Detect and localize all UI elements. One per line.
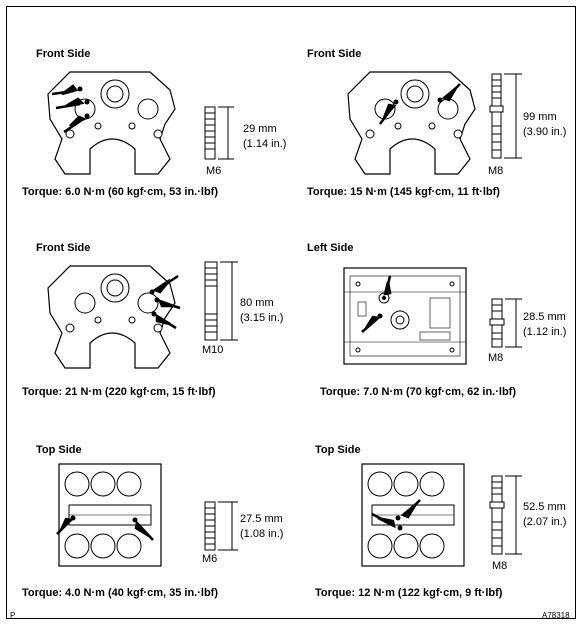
panel-title: Top Side — [315, 444, 361, 456]
bolt-diagram — [204, 501, 238, 551]
torque-spec: Torque: 6.0 N·m (60 kgf·cm, 53 in.·lbf) — [22, 186, 218, 198]
bolt-length-mm: 27.5 mm — [240, 513, 283, 525]
bolt-length-in: (2.07 in.) — [523, 516, 567, 528]
bolt-length-mm: 99 mm — [523, 111, 557, 123]
bolt-diagram — [489, 298, 522, 348]
torque-spec: Torque: 12 N·m (122 kgf·cm, 9 ft·lbf) — [315, 587, 503, 599]
bolt-diagram — [489, 73, 522, 159]
bolt-size: M8 — [488, 165, 504, 177]
bolt-size: M8 — [488, 352, 504, 364]
bolt-length-mm: 29 mm — [243, 123, 277, 135]
bolt-size: M6 — [202, 553, 218, 565]
engine-block-left-view — [343, 267, 467, 365]
bolt-length-mm: 52.5 mm — [523, 501, 566, 513]
bolt-length-in: (1.08 in.) — [240, 528, 284, 540]
bolt-length-mm: 28.5 mm — [523, 311, 566, 323]
bolt-size: M8 — [492, 560, 508, 572]
bolt-length-in: (3.15 in.) — [240, 312, 284, 324]
bolt-length-mm: 80 mm — [240, 297, 274, 309]
bolt-diagram — [204, 261, 238, 341]
torque-spec: Torque: 21 N·m (220 kgf·cm, 15 ft·lbf) — [22, 386, 216, 398]
torque-spec: Torque: 7.0 N·m (70 kgf·cm, 62 in.·lbf) — [320, 386, 516, 398]
bolt-length-in: (3.90 in.) — [523, 126, 567, 138]
corner-mark: P — [10, 611, 16, 620]
panel-title: Front Side — [307, 48, 362, 60]
panel-title: Front Side — [36, 242, 91, 254]
engine-block-front-view — [47, 71, 176, 175]
panel-title: Front Side — [36, 48, 91, 60]
bolt-length-in: (1.12 in.) — [523, 326, 567, 338]
engine-block-top-view — [361, 463, 465, 567]
figure-id: A78318 — [542, 611, 570, 620]
bolt-diagram — [204, 106, 234, 160]
bolt-size: M10 — [202, 344, 224, 356]
engine-block-top-view — [56, 463, 162, 567]
engine-block-front-view — [47, 265, 181, 369]
bolt-diagram — [489, 475, 522, 555]
torque-spec: Torque: 15 N·m (145 kgf·cm, 11 ft·lbf) — [307, 186, 500, 198]
bolt-size: M6 — [206, 165, 222, 177]
bolt-length-in: (1.14 in.) — [243, 138, 287, 150]
torque-spec: Torque: 4.0 N·m (40 kgf·cm, 35 in.·lbf) — [22, 587, 218, 599]
panel-title: Top Side — [36, 444, 82, 456]
figure-frame — [6, 6, 576, 619]
panel-title: Left Side — [307, 242, 354, 254]
engine-block-front-view — [347, 71, 476, 175]
